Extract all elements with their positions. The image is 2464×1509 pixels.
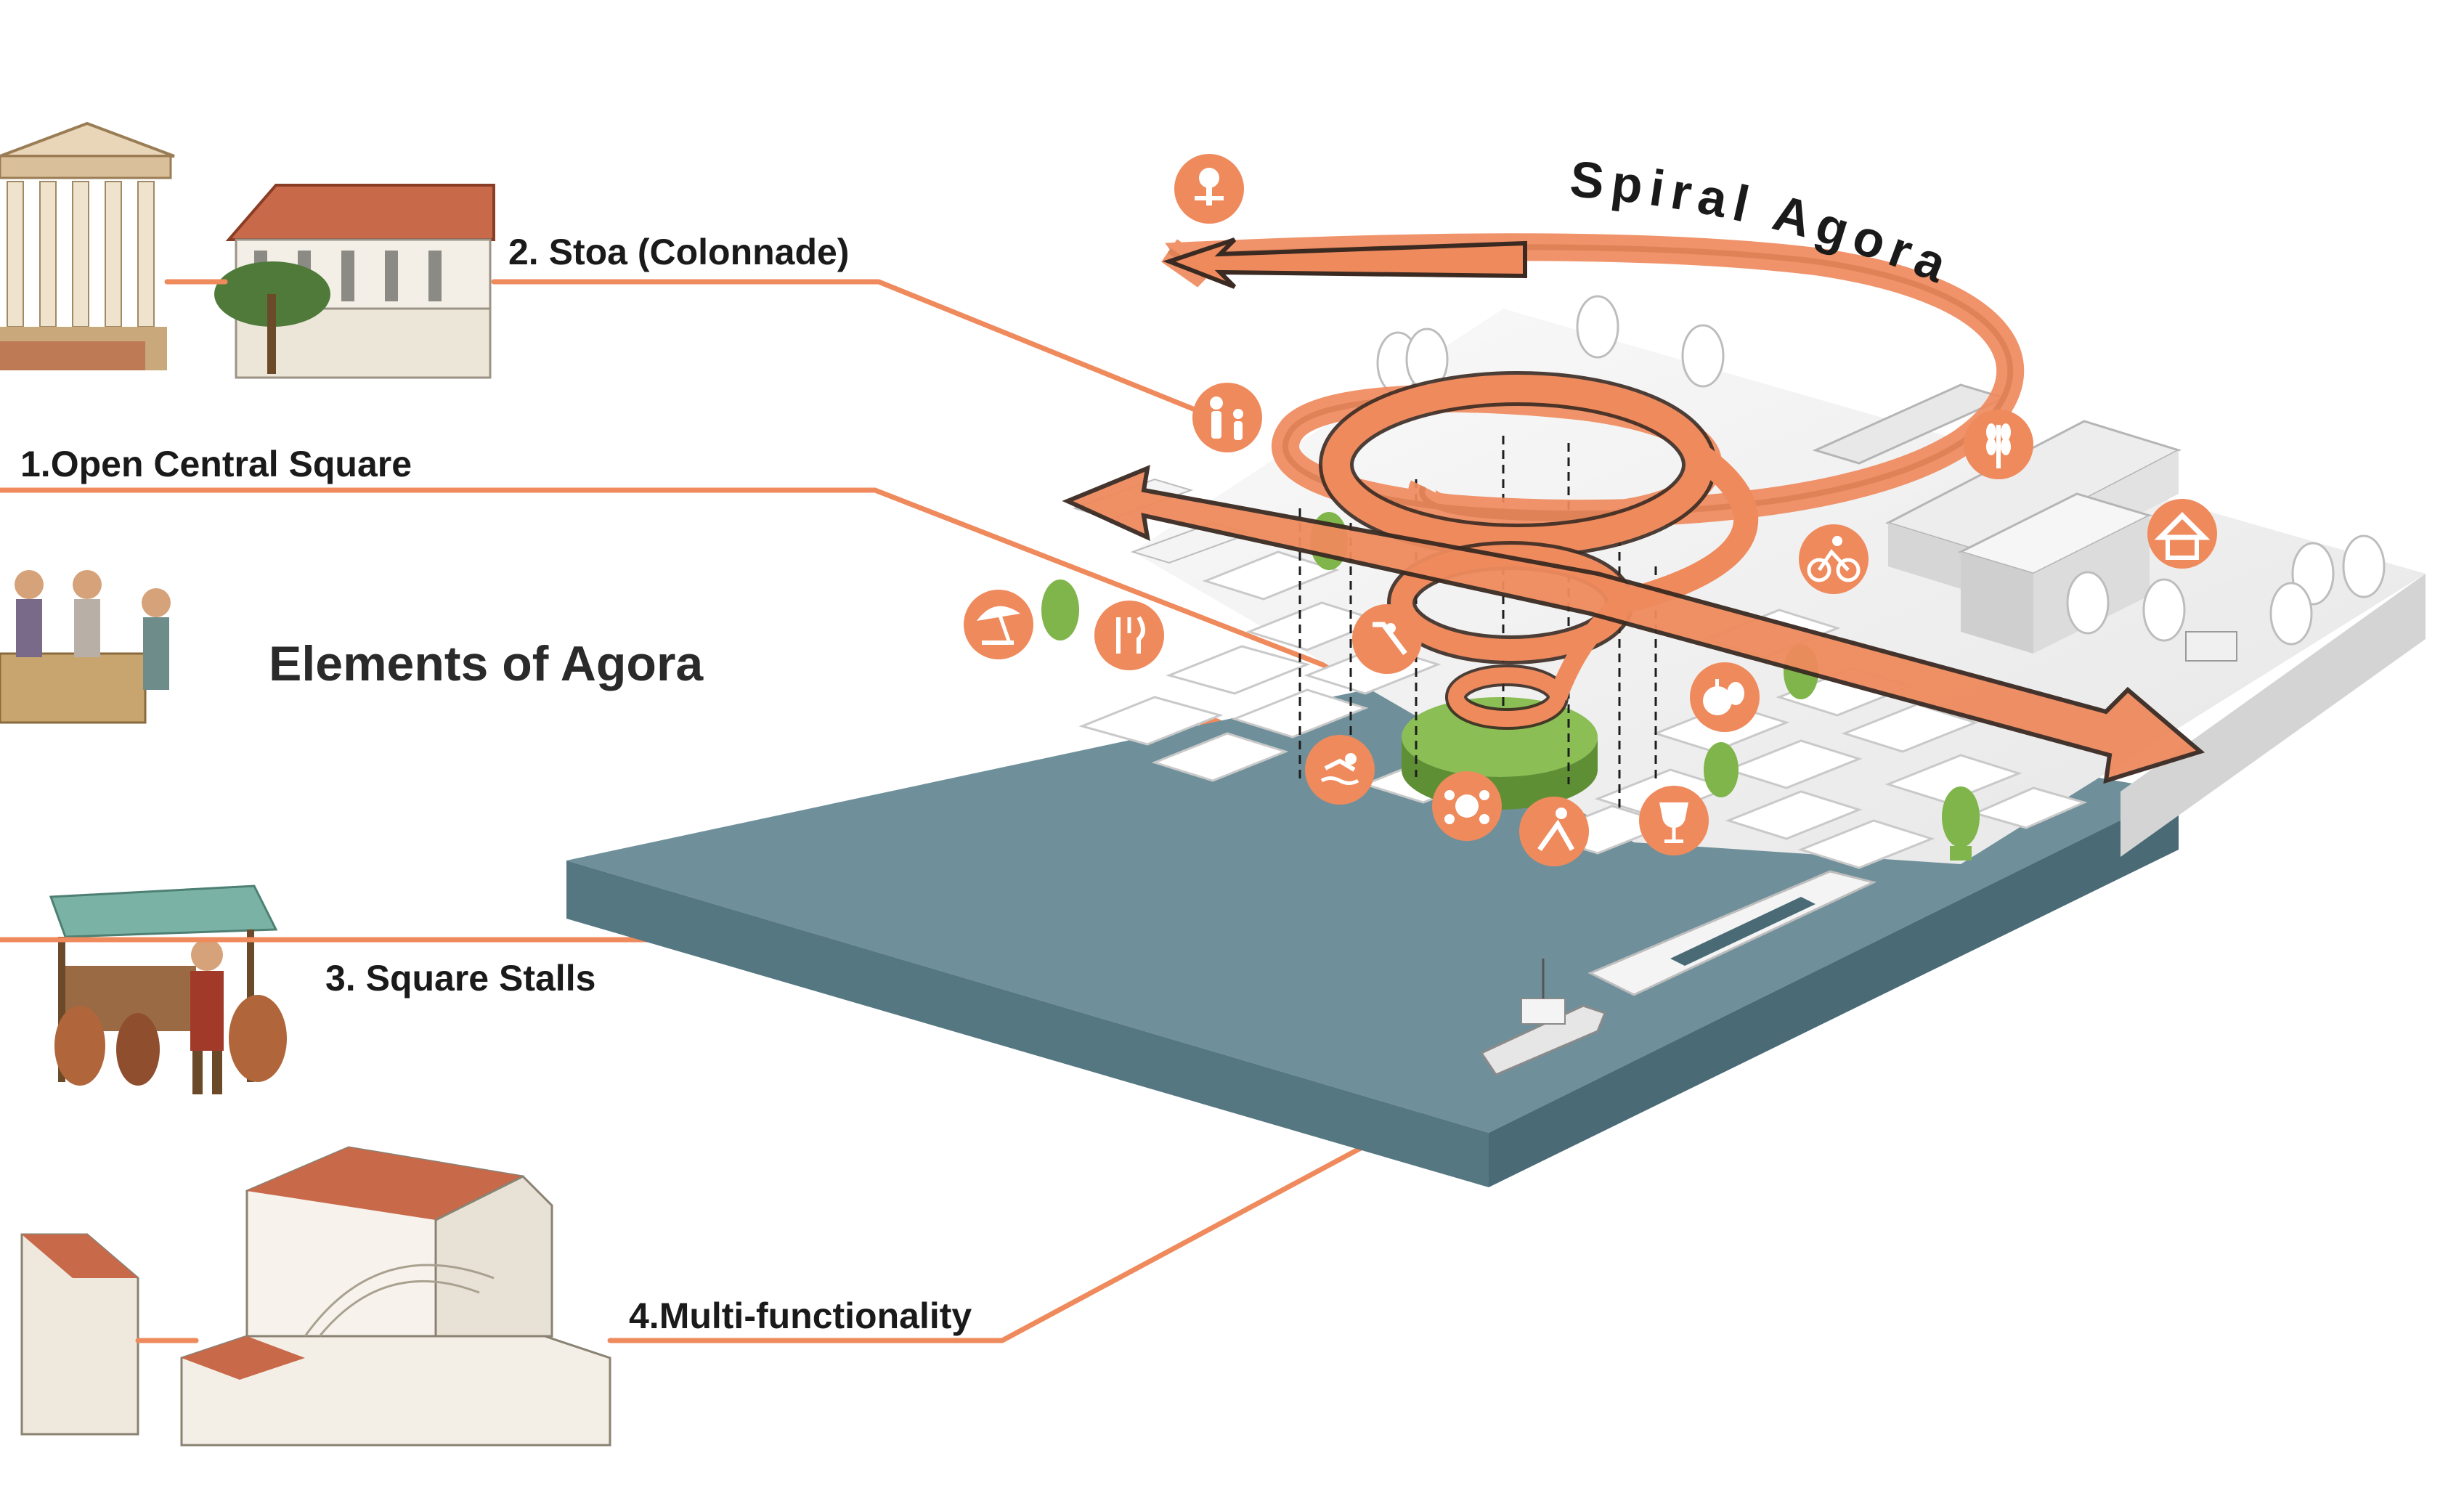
beach-umbrella-icon xyxy=(964,590,1033,659)
restaurant-icon xyxy=(1094,601,1164,670)
land-side xyxy=(2121,574,2426,857)
gathering-icon xyxy=(1432,771,1502,841)
tree-bench-icon xyxy=(1174,154,1244,224)
water-side-right xyxy=(1489,792,2179,1187)
cycling-icon xyxy=(1799,524,1869,594)
yoga-icon xyxy=(1519,797,1589,866)
multifunction-label: 4.Multi-functionality xyxy=(629,1296,972,1336)
stoa-illustration xyxy=(214,184,495,379)
temple-illustration xyxy=(0,121,175,370)
stalls-label: 3. Square Stalls xyxy=(325,958,596,998)
wheat-icon xyxy=(1964,410,2033,479)
theatre-illustration xyxy=(20,1146,611,1447)
isometric-site xyxy=(566,295,2426,1187)
spiral-arrow xyxy=(1062,233,2205,784)
family-icon xyxy=(1192,383,1262,452)
spiral-agora-title: Spiral Agora xyxy=(1568,150,1961,296)
activity-icons xyxy=(964,154,2217,866)
house-icon xyxy=(2147,499,2217,569)
stoa-label: 2. Stoa (Colonnade) xyxy=(508,232,850,272)
stoa-leader xyxy=(491,279,1212,418)
water-side-left xyxy=(566,861,1489,1187)
open-square-label: 1.Open Central Square xyxy=(20,444,412,484)
market-stall-illustration xyxy=(49,884,287,1094)
wine-icon xyxy=(1639,786,1709,855)
fruit-icon xyxy=(1690,662,1760,732)
crowd-illustration xyxy=(0,570,171,724)
elements-heading: Elements of Agora xyxy=(269,636,704,691)
slide-icon xyxy=(1352,604,1422,674)
swimming-icon xyxy=(1305,735,1375,805)
boat xyxy=(1479,959,1606,1076)
open-square-leader xyxy=(0,487,1455,718)
